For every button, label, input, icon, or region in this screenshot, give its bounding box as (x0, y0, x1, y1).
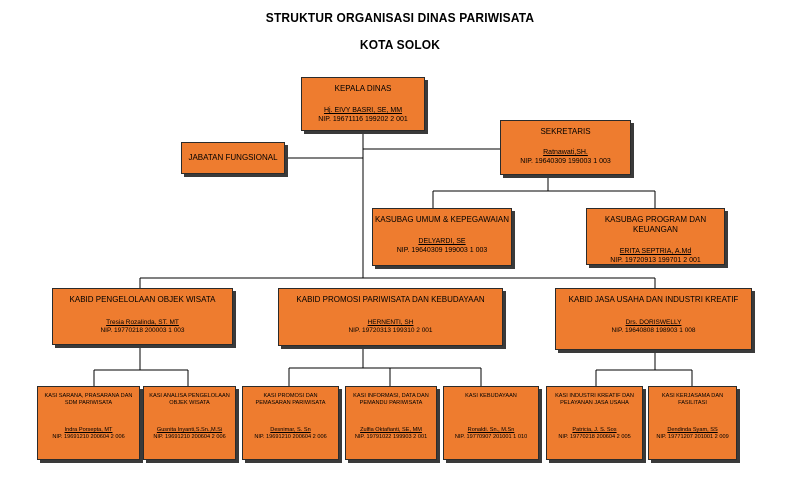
kasubag-program-title: KASUBAG PROGRAM DAN KEUANGAN (604, 215, 707, 234)
kasi-analisa-title: KASI ANALISA PENGELOLAAN OBJEK WISATA (149, 393, 230, 407)
kasi-kerjasama-name: Dendinda Syam, SS (667, 427, 718, 433)
jabatan-fungsional-title: JABATAN FUNGSIONAL (188, 153, 278, 162)
kasi-informasi-name: Zulfia Oktafianti, SE, MM (360, 427, 422, 433)
chart-subtitle: KOTA SOLOK (359, 37, 441, 52)
kabid-objek-wisata-name: Tresia Rozalinda, ST. MT (106, 319, 179, 326)
kasi-kerjasama-nip: NIP. 19771207 201001 2 009 (656, 434, 729, 441)
kepala-dinas-title: KEPALA DINAS (334, 84, 392, 93)
kasi-kebudayaan-nip: NIP. 19770907 201001 1 010 (454, 434, 528, 441)
kasi-industri-name: Patricia, J. S. Sos (572, 427, 617, 433)
kasi-kerjasama-title: KASI KERJASAMA DAN FASILITASI (661, 393, 724, 407)
kasubag-program-nip: NIP. 19720913 199701 2 001 (610, 256, 701, 264)
kasubag-program-box: KASUBAG PROGRAM DAN KEUANGAN ERITA SEPTR… (586, 208, 725, 265)
kasi-kebudayaan-box: KASI KEBUDAYAAN Ronaldi. Sn., M.Sn NIP. … (443, 386, 539, 460)
kepala-dinas-box: KEPALA DINAS Hj. EIVY BASRI, SE, MM NIP.… (301, 77, 425, 131)
jabatan-fungsional-box: JABATAN FUNGSIONAL (181, 142, 285, 174)
sekretaris-box: SEKRETARIS Ratnawati,SH. NIP. 19640309 1… (500, 120, 631, 175)
kasubag-program-name: ERITA SEPTRIA, A.Md (619, 248, 692, 255)
kasi-analisa-name: Gusnita Inyanti,S.Sn.,M.Si (156, 427, 223, 433)
kabid-promosi-nip: NIP. 19720313 199310 2 001 (348, 327, 433, 335)
kasi-industri-nip: NIP. 19770218 200604 2 005 (558, 434, 631, 441)
kabid-objek-wisata-title: KABID PENGELOLAAN OBJEK WISATA (69, 295, 216, 304)
kabid-promosi-box: KABID PROMOSI PARIWISATA DAN KEBUDAYAAN … (278, 288, 503, 346)
kasi-promosi-name: Desnimar, S. Sn (270, 427, 311, 433)
kabid-promosi-title: KABID PROMOSI PARIWISATA DAN KEBUDAYAAN (296, 295, 485, 304)
kepala-dinas-name: Hj. EIVY BASRI, SE, MM (323, 107, 403, 114)
kasi-promosi-box: KASI PROMOSI DAN PEMASARAN PARIWISATA De… (242, 386, 339, 460)
chart-title: STRUKTUR ORGANISASI DINAS PARIWISATA (265, 10, 535, 25)
kasi-promosi-nip: NIP. 19691210 200604 2 006 (254, 434, 327, 441)
kasi-industri-title: KASI INDUSTRI KREATIF DAN PELAYANAN JASA… (555, 393, 634, 407)
kepala-dinas-nip: NIP. 19671116 199202 2 001 (318, 115, 408, 123)
kasi-kerjasama-box: KASI KERJASAMA DAN FASILITASI Dendinda S… (648, 386, 737, 460)
kasi-promosi-title: KASI PROMOSI DAN PEMASARAN PARIWISATA (255, 393, 326, 407)
kabid-jasa-title: KABID JASA USAHA DAN INDUSTRI KREATIF (568, 295, 739, 304)
kabid-jasa-name: Drs. DORISWELLY (625, 319, 682, 326)
kasi-informasi-box: KASI INFORMASI, DATA DAN PEMANDU PARIWIS… (345, 386, 437, 460)
sekretaris-title: SEKRETARIS (540, 127, 591, 136)
kasi-kebudayaan-title: KASI KEBUDAYAAN (465, 393, 517, 399)
kasi-kebudayaan-name: Ronaldi. Sn., M.Sn (467, 427, 515, 433)
sekretaris-name: Ratnawati,SH. (543, 149, 588, 156)
kabid-jasa-nip: NIP. 19640808 198903 1 008 (611, 327, 696, 335)
kasi-informasi-title: KASI INFORMASI, DATA DAN PEMANDU PARIWIS… (353, 393, 429, 407)
kasi-analisa-box: KASI ANALISA PENGELOLAAN OBJEK WISATA Gu… (143, 386, 236, 460)
kasubag-umum-name: DELYARDI, SE (418, 238, 466, 245)
kasi-informasi-nip: NIP. 19791022 199903 2 001 (354, 434, 428, 441)
kabid-objek-wisata-nip: NIP. 19770218 200003 1 003 (100, 327, 185, 335)
kasubag-umum-nip: NIP. 19640309 199003 1 003 (396, 246, 488, 254)
kasubag-umum-box: KASUBAG UMUM & KEPEGAWAIAN DELYARDI, SE … (372, 208, 512, 266)
kasi-sarana-nip: NIP. 19691210 200604 2 006 (52, 434, 125, 441)
kasi-sarana-title: KASI SARANA, PRASARANA DAN SDM PARIWISAT… (44, 393, 133, 407)
kasi-sarana-name: Indra Porsepta, MT (64, 427, 113, 433)
kabid-objek-wisata-box: KABID PENGELOLAAN OBJEK WISATA Tresia Ro… (52, 288, 233, 345)
kabid-promosi-name: HERNENTI, SH (367, 319, 414, 326)
sekretaris-nip: NIP. 19640309 199003 1 003 (520, 157, 611, 165)
kasi-industri-box: KASI INDUSTRI KREATIF DAN PELAYANAN JASA… (546, 386, 643, 460)
kasi-sarana-box: KASI SARANA, PRASARANA DAN SDM PARIWISAT… (37, 386, 140, 460)
kasi-analisa-nip: NIP. 19691210 200604 2 006 (153, 434, 226, 441)
kasubag-umum-title: KASUBAG UMUM & KEPEGAWAIAN (374, 215, 510, 224)
kabid-jasa-box: KABID JASA USAHA DAN INDUSTRI KREATIF Dr… (555, 288, 752, 350)
